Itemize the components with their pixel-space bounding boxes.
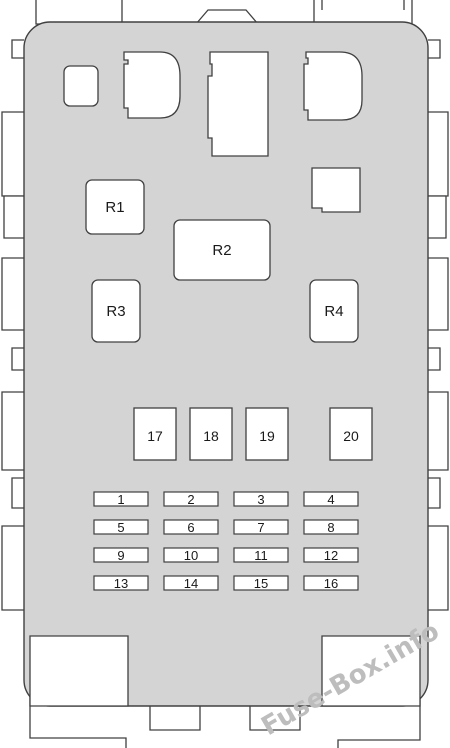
mini-fuse: 1	[93, 491, 149, 507]
mini-fuse-label: 14	[184, 576, 198, 591]
mini-fuse-label: 13	[114, 576, 128, 591]
mini-fuse: 6	[163, 519, 219, 535]
relay-labels: R1 R2 R3 R4	[105, 199, 343, 320]
mini-fuse-label: 2	[187, 492, 194, 507]
relay-r3	[91, 279, 141, 343]
mini-fuse-label: 5	[117, 520, 124, 535]
large-fuse-label: 18	[203, 428, 219, 444]
mini-fuse-label: 15	[254, 576, 268, 591]
mini-fuse-label: 6	[187, 520, 194, 535]
d-socket-right	[303, 51, 363, 121]
large-fuse: 17	[133, 407, 177, 461]
spare-sockets	[63, 51, 363, 213]
relay-r1-label: R1	[105, 199, 124, 216]
mini-fuse: 2	[163, 491, 219, 507]
d-socket-left	[123, 51, 181, 119]
mini-fuse-label: 16	[324, 576, 338, 591]
relay-r4-label: R4	[324, 303, 343, 320]
large-fuse-label: 17	[147, 428, 163, 444]
mini-fuses: 1 2 3 4 5 6 7 8 9 10 11 12 13 14 15 16	[93, 491, 359, 591]
mini-fuse-label: 11	[254, 548, 268, 563]
mini-fuse: 10	[163, 547, 219, 563]
mini-fuse-label: 7	[257, 520, 264, 535]
mini-fuse: 12	[303, 547, 359, 563]
mini-fuse-label: 10	[184, 548, 198, 563]
mini-fuse: 15	[233, 575, 289, 591]
mini-fuse-label: 12	[324, 548, 338, 563]
mini-fuse: 11	[233, 547, 289, 563]
mini-fuse-label: 4	[327, 492, 334, 507]
bottom-connectors	[29, 635, 421, 707]
mini-fuse-label: 9	[117, 548, 124, 563]
relay-r2	[173, 219, 271, 281]
large-fuses: 17 18 19 20	[133, 407, 373, 461]
relay-r3-label: R3	[106, 303, 125, 320]
large-fuse: 20	[329, 407, 373, 461]
mini-fuse: 14	[163, 575, 219, 591]
mini-fuse: 4	[303, 491, 359, 507]
large-fuse: 19	[245, 407, 289, 461]
small-socket-right	[311, 167, 361, 213]
mini-fuse: 16	[303, 575, 359, 591]
mini-fuse: 8	[303, 519, 359, 535]
large-fuse-label: 20	[343, 428, 359, 444]
tall-socket-center	[207, 51, 269, 157]
small-socket	[63, 65, 99, 107]
mini-fuse-label: 8	[327, 520, 334, 535]
large-fuse-label: 19	[259, 428, 275, 444]
mini-fuse: 5	[93, 519, 149, 535]
mini-fuse: 3	[233, 491, 289, 507]
relays	[85, 179, 359, 343]
relay-r4	[309, 279, 359, 343]
mini-fuse: 9	[93, 547, 149, 563]
mini-fuse-label: 3	[257, 492, 264, 507]
large-fuse: 18	[189, 407, 233, 461]
mini-fuse: 13	[93, 575, 149, 591]
mini-fuse: 7	[233, 519, 289, 535]
relay-r1	[85, 179, 145, 235]
relay-r2-label: R2	[212, 242, 231, 259]
mini-fuse-label: 1	[117, 492, 124, 507]
